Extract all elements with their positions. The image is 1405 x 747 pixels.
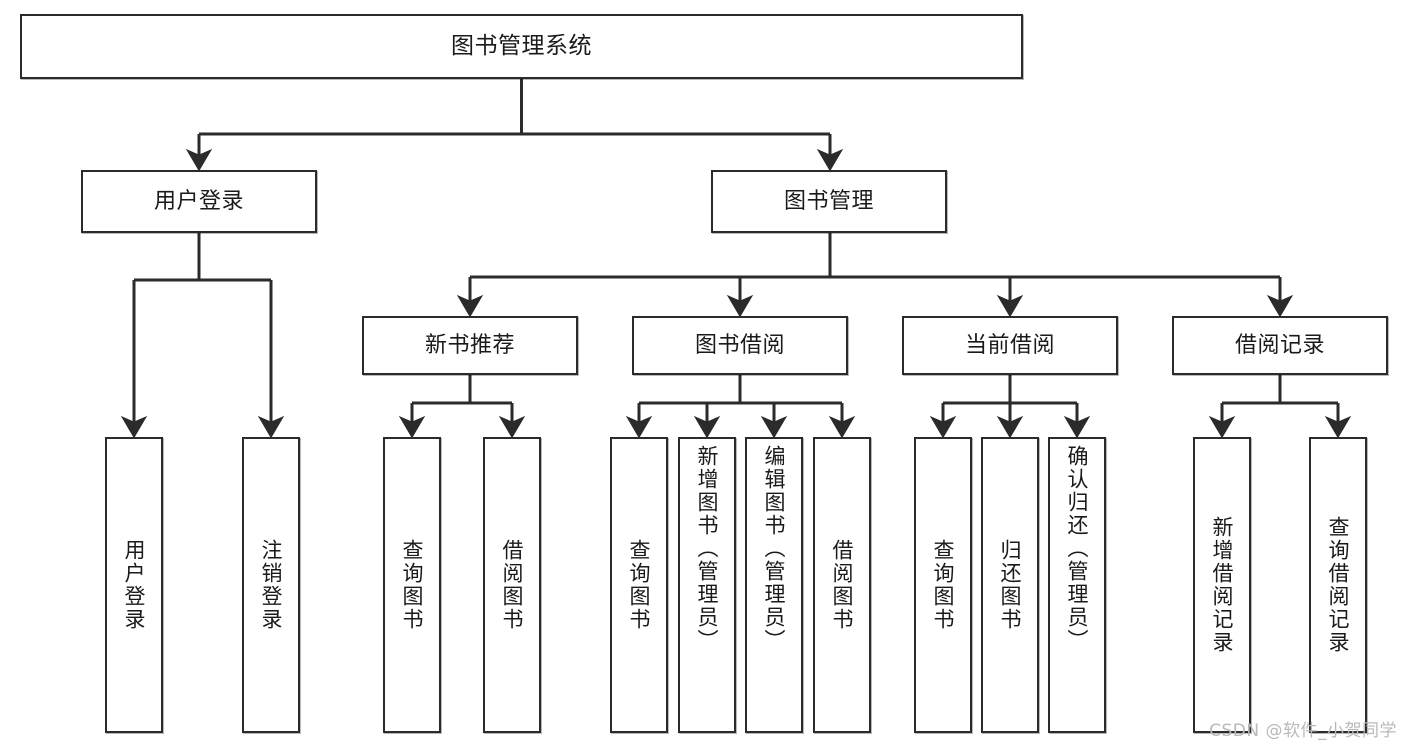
node-label: 查询图书: [627, 539, 652, 631]
node-label: 用户登录: [122, 539, 147, 631]
node-label: 查询图书: [931, 539, 956, 631]
node-label: 新书推荐: [424, 332, 515, 358]
node-leaf-add-book-admin[interactable]: 新增图书（管理员）: [678, 437, 736, 733]
node-leaf-user-login[interactable]: 用户登录: [105, 437, 163, 733]
node-leaf-borrow-book[interactable]: 借阅图书: [813, 437, 871, 733]
node-label: 借阅记录: [1234, 332, 1325, 358]
csdn-watermark: CSDN @软件_小贺同学: [1209, 721, 1397, 741]
node-leaf-add-borrow-record[interactable]: 新增借阅记录: [1193, 437, 1251, 733]
node-leaf-query-book-rec[interactable]: 查询图书: [383, 437, 441, 733]
node-book-borrow[interactable]: 图书借阅: [632, 316, 848, 375]
node-label: 当前借阅: [964, 332, 1055, 358]
node-label: 编辑图书（管理员）: [762, 445, 787, 652]
node-leaf-borrow-book-rec[interactable]: 借阅图书: [483, 437, 541, 733]
node-label: 注销登录: [259, 539, 284, 631]
node-label: 借阅图书: [830, 539, 855, 631]
node-label: 用户登录: [153, 188, 244, 214]
node-leaf-confirm-return-admin[interactable]: 确认归还（管理员）: [1048, 437, 1106, 733]
node-label: 归还图书: [998, 539, 1023, 631]
node-leaf-edit-book-admin[interactable]: 编辑图书（管理员）: [745, 437, 803, 733]
node-leaf-query-book-current[interactable]: 查询图书: [914, 437, 972, 733]
node-label: 确认归还（管理员）: [1065, 445, 1090, 652]
node-label: 查询借阅记录: [1326, 516, 1351, 654]
node-book-manage[interactable]: 图书管理: [711, 170, 947, 233]
node-leaf-user-logout[interactable]: 注销登录: [242, 437, 300, 733]
node-label: 新增图书（管理员）: [695, 445, 720, 652]
node-leaf-query-book-borrow[interactable]: 查询图书: [610, 437, 668, 733]
node-label: 新增借阅记录: [1210, 516, 1235, 654]
node-new-book-recommend[interactable]: 新书推荐: [362, 316, 578, 375]
node-leaf-query-borrow-record[interactable]: 查询借阅记录: [1309, 437, 1367, 733]
node-label: 借阅图书: [500, 539, 525, 631]
node-user-login[interactable]: 用户登录: [81, 170, 317, 233]
node-label: 图书管理: [783, 188, 874, 214]
node-label: 图书借阅: [694, 332, 785, 358]
node-label: 图书管理系统: [451, 32, 592, 59]
node-root-system[interactable]: 图书管理系统: [20, 14, 1023, 79]
node-borrow-record[interactable]: 借阅记录: [1172, 316, 1388, 375]
node-label: 查询图书: [400, 539, 425, 631]
node-leaf-return-book[interactable]: 归还图书: [981, 437, 1039, 733]
node-current-borrow[interactable]: 当前借阅: [902, 316, 1118, 375]
